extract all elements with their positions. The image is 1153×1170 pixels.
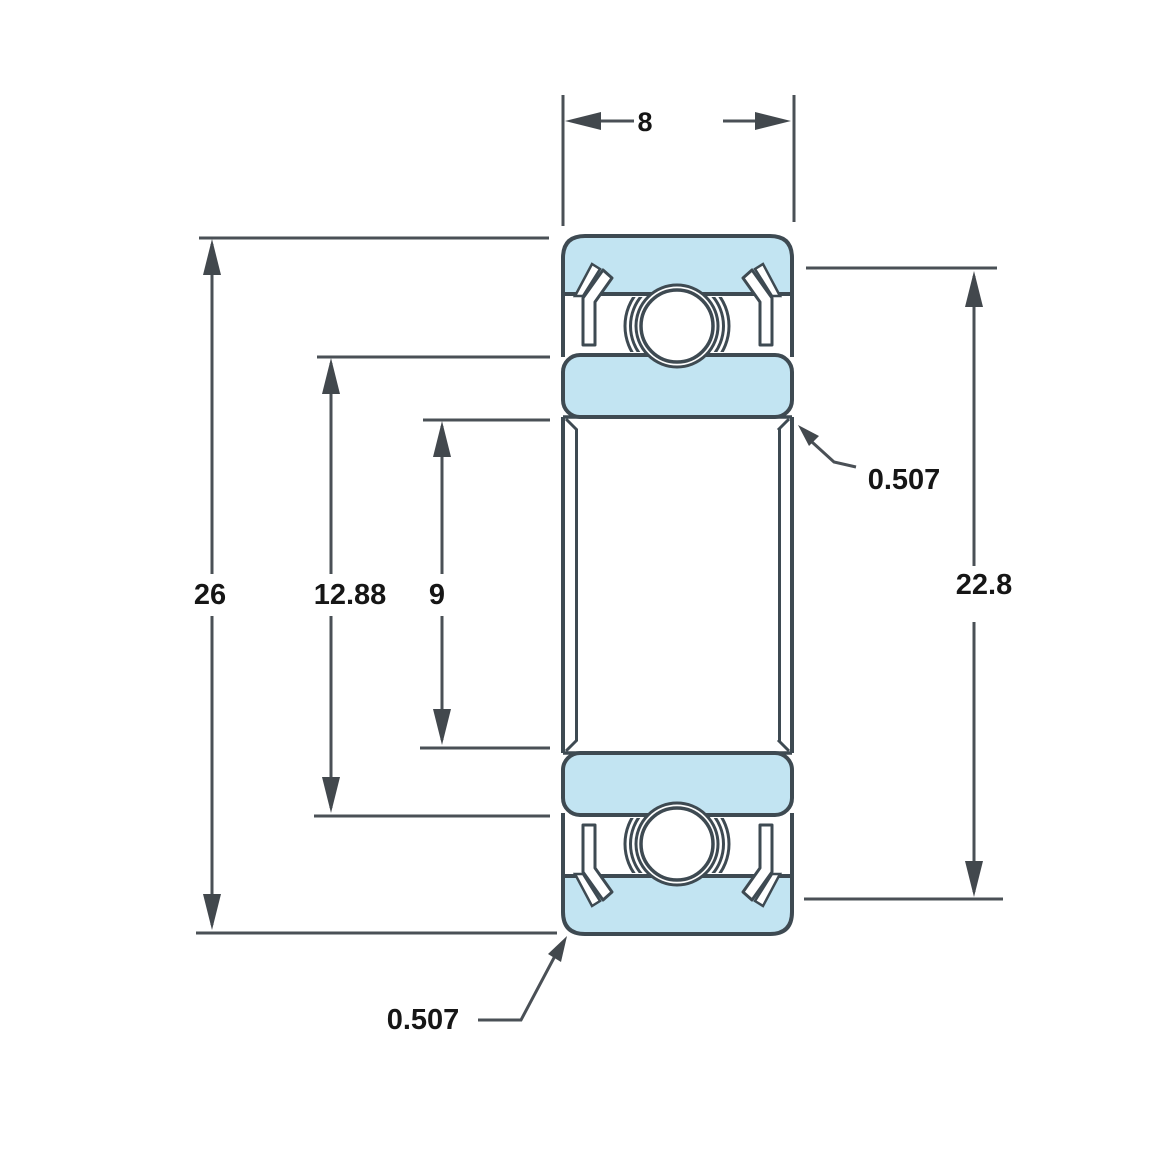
dimension-outer-diameter: 26 bbox=[194, 236, 557, 935]
callout-chamfer-lower: 0.507 bbox=[387, 936, 567, 1036]
bore-surface-lines bbox=[575, 429, 781, 741]
dimension-outer-land: 22.8 bbox=[804, 266, 1012, 901]
bore-diameter-label: 9 bbox=[429, 579, 445, 611]
chamfer-upper-label: 0.507 bbox=[868, 464, 941, 496]
leader-arrow-icon bbox=[798, 425, 819, 446]
arrow-down-icon bbox=[203, 894, 221, 930]
arrow-up-icon bbox=[965, 271, 983, 307]
callout-chamfer-upper: 0.507 bbox=[798, 425, 940, 496]
arrow-down-icon bbox=[965, 861, 983, 897]
arrow-up-icon bbox=[203, 239, 221, 275]
dimension-width: 8 bbox=[561, 95, 796, 226]
arrow-right-icon bbox=[755, 112, 791, 130]
bore-section bbox=[561, 415, 794, 755]
width-label: 8 bbox=[637, 107, 652, 137]
dimension-inner-ring-od: 12.88 bbox=[314, 355, 550, 818]
leader-arrow-icon bbox=[548, 936, 567, 962]
bearing-top-section bbox=[563, 236, 792, 417]
inner-ring-od-label: 12.88 bbox=[314, 579, 387, 611]
bore-chamfer-lines bbox=[564, 417, 791, 753]
outer-diameter-label: 26 bbox=[194, 579, 226, 611]
chamfer-lower-label: 0.507 bbox=[387, 1004, 460, 1036]
outer-land-label: 22.8 bbox=[956, 569, 1012, 601]
bearing-bottom-section bbox=[563, 753, 792, 934]
arrow-up-icon bbox=[433, 421, 451, 457]
arrow-left-icon bbox=[565, 112, 601, 130]
arrow-up-icon bbox=[322, 358, 340, 394]
arrow-down-icon bbox=[433, 709, 451, 745]
arrow-down-icon bbox=[322, 777, 340, 813]
dimension-bore: 9 bbox=[420, 418, 550, 750]
